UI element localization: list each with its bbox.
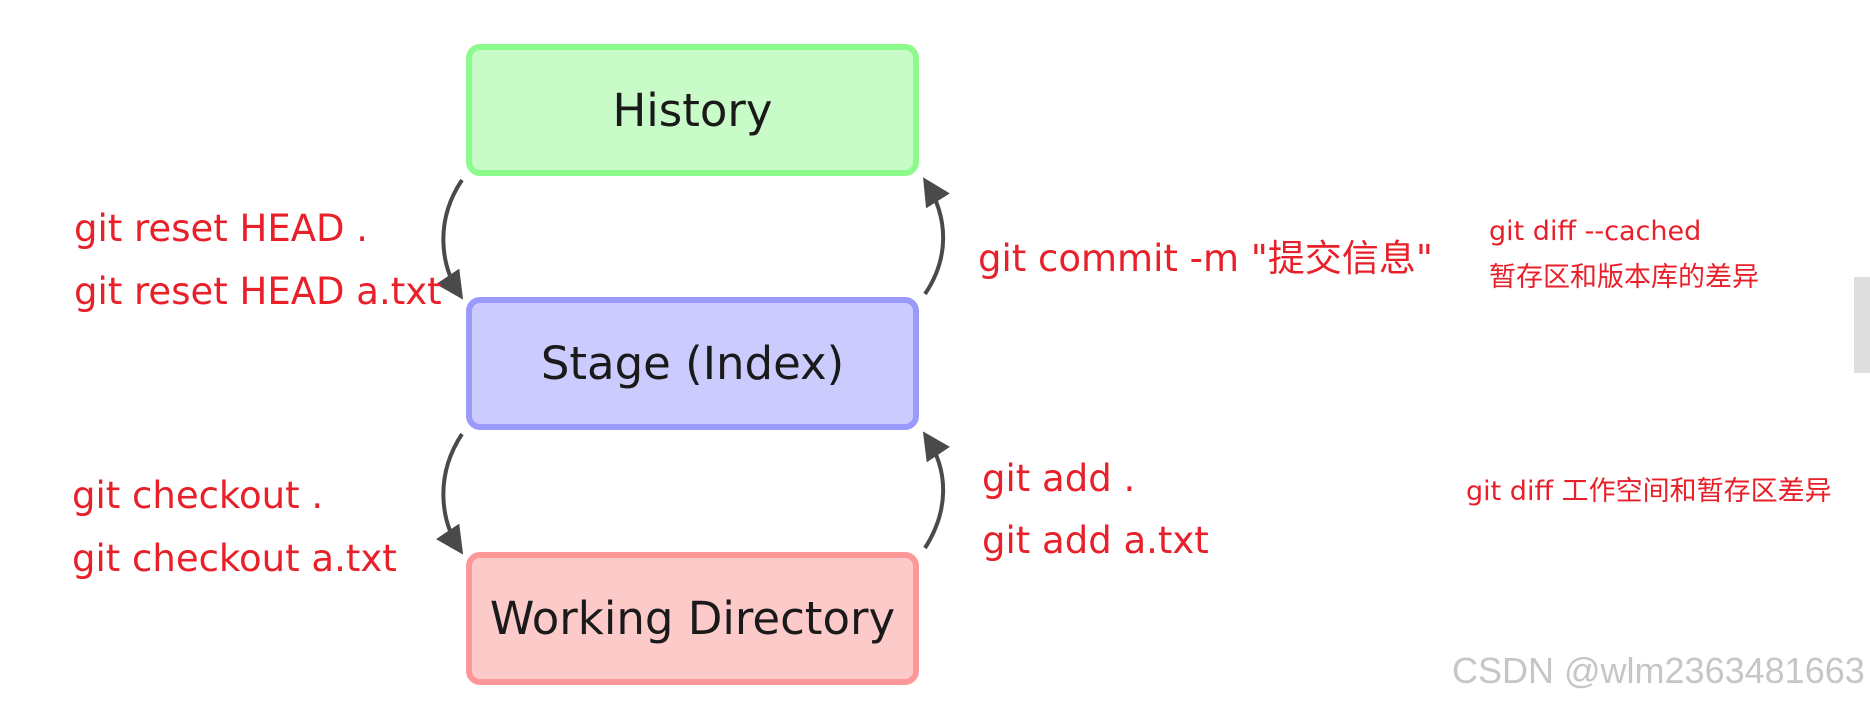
history-label: History	[612, 83, 773, 137]
arrow-stage-to-history	[923, 177, 950, 296]
arrow-history-to-stage	[435, 178, 464, 300]
arrow-working-to-stage	[922, 431, 951, 550]
csdn-watermark: CSDN @wlm2363481663	[1452, 650, 1865, 691]
checkout-file-label: git checkout a.txt	[72, 537, 397, 580]
commit-label: git commit -m "提交信息"	[978, 237, 1433, 280]
scrollbar-thumb[interactable]	[1854, 277, 1870, 373]
working-directory-label: Working Directory	[489, 592, 896, 645]
checkout-all-label: git checkout .	[72, 474, 324, 517]
stage-box: Stage (Index)	[466, 297, 919, 430]
diff-worktree-note: git diff 工作空间和暂存区差异	[1466, 476, 1832, 507]
working-directory-box: Working Directory	[466, 552, 919, 685]
stage-label: Stage (Index)	[540, 337, 845, 390]
history-box: History	[466, 44, 919, 176]
diff-cached-description: 暂存区和版本库的差异	[1489, 262, 1759, 293]
arrow-stage-to-working	[435, 432, 464, 555]
add-file-label: git add a.txt	[982, 519, 1209, 562]
add-all-label: git add .	[982, 457, 1136, 500]
reset-head-all-label: git reset HEAD .	[74, 207, 369, 250]
diff-cached-command: git diff --cached	[1489, 216, 1702, 247]
reset-head-file-label: git reset HEAD a.txt	[74, 270, 442, 313]
